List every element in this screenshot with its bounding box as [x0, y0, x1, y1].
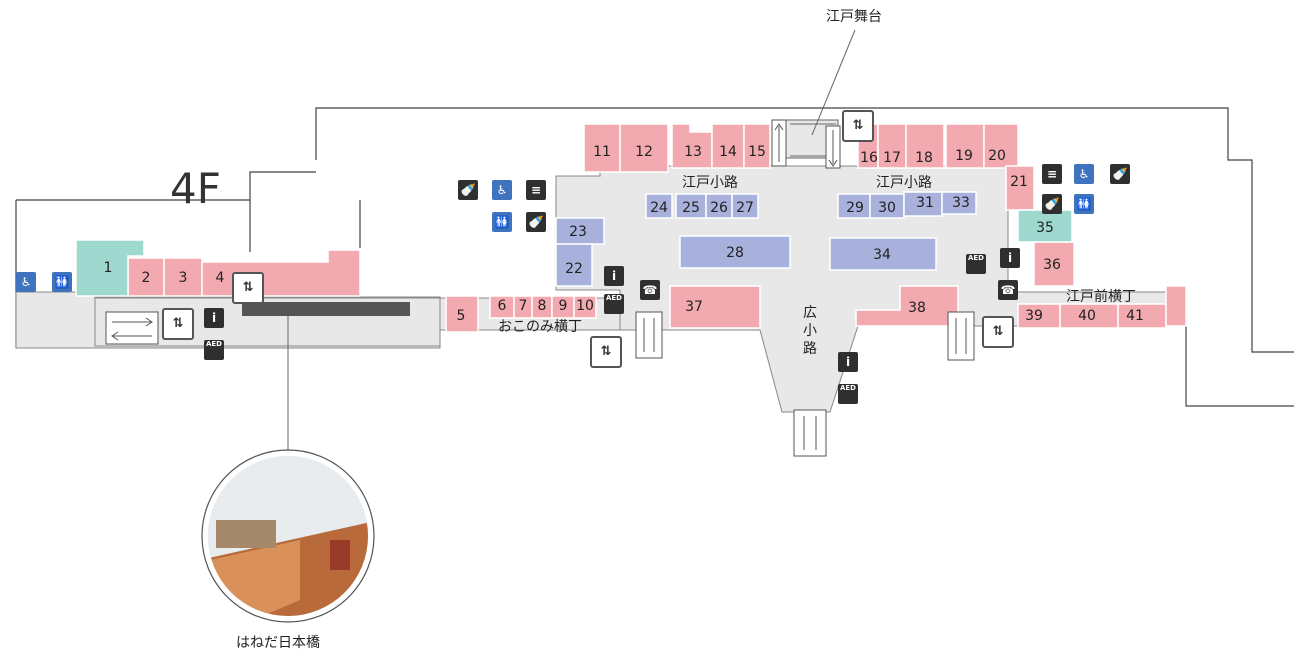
- shop-35[interactable]: 35: [1036, 220, 1054, 236]
- shop-16[interactable]: 16: [860, 150, 878, 166]
- information-icon: i: [204, 308, 224, 328]
- shop-10[interactable]: 10: [576, 298, 594, 314]
- shop-5[interactable]: 5: [456, 308, 466, 324]
- restroom-icon: 🚻: [1074, 194, 1094, 214]
- shop-19[interactable]: 19: [955, 148, 973, 164]
- floor-label: 4F: [170, 164, 221, 213]
- shop-2[interactable]: 2: [141, 270, 151, 286]
- shop-38[interactable]: 38: [908, 300, 926, 316]
- shop-36[interactable]: 36: [1043, 257, 1061, 273]
- shop-23[interactable]: 23: [569, 224, 587, 240]
- shop-15[interactable]: 15: [748, 144, 766, 160]
- aed-icon: AED: [204, 340, 224, 360]
- edo-koji-label-west: 江戸小路: [682, 175, 738, 191]
- shop-17[interactable]: 17: [883, 150, 901, 166]
- shop-29[interactable]: 29: [846, 200, 864, 216]
- hiro-koji-label-1: 広: [803, 305, 817, 321]
- shop-4[interactable]: 4: [215, 270, 225, 286]
- edo-mae-yokocho-label: 江戸前横丁: [1066, 289, 1136, 305]
- escalator-symbols: [635, 119, 975, 457]
- shop-25[interactable]: 25: [682, 200, 700, 216]
- shop-1[interactable]: 1: [103, 260, 113, 276]
- shop-41[interactable]: 41: [1126, 308, 1144, 324]
- shop-26[interactable]: 26: [710, 200, 728, 216]
- shop-9[interactable]: 9: [558, 298, 568, 314]
- telephone-icon: ☎: [998, 280, 1018, 300]
- blue-shops: [555, 191, 977, 287]
- shop-14[interactable]: 14: [719, 144, 737, 160]
- information-icon: i: [604, 266, 624, 286]
- shop-20[interactable]: 20: [988, 148, 1006, 164]
- shop-31[interactable]: 31: [916, 195, 934, 211]
- shop-3[interactable]: 3: [178, 270, 188, 286]
- nursing-room-icon: 🍼: [1110, 164, 1130, 184]
- shop-40[interactable]: 40: [1078, 308, 1096, 324]
- shop-22[interactable]: 22: [565, 261, 583, 277]
- edo-koji-label-east: 江戸小路: [876, 175, 932, 191]
- shop-34[interactable]: 34: [873, 247, 891, 263]
- hiro-koji-label-3: 路: [803, 341, 817, 357]
- hiro-koji-label-2: 小: [803, 323, 817, 339]
- shop-30[interactable]: 30: [878, 200, 896, 216]
- okonomi-yokocho-label: おこのみ横丁: [498, 319, 582, 335]
- elevator-icon: ⇅: [232, 272, 264, 304]
- shop-37[interactable]: 37: [685, 299, 703, 315]
- shop-28[interactable]: 28: [726, 245, 744, 261]
- smoking-room-icon: ≡: [526, 180, 546, 200]
- aed-icon: AED: [604, 294, 624, 314]
- accessible-toilet-icon: ♿: [492, 180, 512, 200]
- shop-39[interactable]: 39: [1025, 308, 1043, 324]
- shop-21[interactable]: 21: [1010, 174, 1028, 190]
- aed-icon: AED: [838, 384, 858, 404]
- shop-6[interactable]: 6: [497, 298, 507, 314]
- haneda-nihonbashi-label: はねだ日本橋: [236, 635, 320, 651]
- pink-shops: [127, 123, 1187, 333]
- restroom-icon: 🚻: [52, 272, 72, 292]
- haneda-nihonbashi-photo: [201, 449, 375, 623]
- nursing-room-icon: 🍼: [526, 212, 546, 232]
- shop-13[interactable]: 13: [684, 144, 702, 160]
- nursing-room-icon: 🍼: [1042, 194, 1062, 214]
- nursing-room-icon: 🍼: [458, 180, 478, 200]
- elevator-icon: ⇅: [162, 308, 194, 340]
- shop-8[interactable]: 8: [537, 298, 547, 314]
- shop-11[interactable]: 11: [593, 144, 611, 160]
- information-icon: i: [1000, 248, 1020, 268]
- telephone-icon: ☎: [640, 280, 660, 300]
- aed-icon: AED: [966, 254, 986, 274]
- teal-areas: [75, 209, 1073, 297]
- shop-18[interactable]: 18: [915, 150, 933, 166]
- accessible-toilet-icon: ♿: [16, 272, 36, 292]
- shop-24[interactable]: 24: [650, 200, 668, 216]
- elevator-icon: ⇅: [982, 316, 1014, 348]
- moving-walkway-strip: [242, 302, 410, 460]
- shop-7[interactable]: 7: [518, 298, 528, 314]
- edo-stage-label: 江戸舞台: [826, 9, 882, 25]
- moving-walkway-arrows: [105, 311, 159, 345]
- shop-33[interactable]: 33: [952, 195, 970, 211]
- shop-27[interactable]: 27: [736, 200, 754, 216]
- elevator-icon: ⇅: [842, 110, 874, 142]
- information-icon: i: [838, 352, 858, 372]
- smoking-room-icon: ≡: [1042, 164, 1062, 184]
- accessible-toilet-icon: ♿: [1074, 164, 1094, 184]
- shop-12[interactable]: 12: [635, 144, 653, 160]
- building-outline: [15, 107, 1294, 407]
- restroom-icon: 🚻: [492, 212, 512, 232]
- elevator-icon: ⇅: [590, 336, 622, 368]
